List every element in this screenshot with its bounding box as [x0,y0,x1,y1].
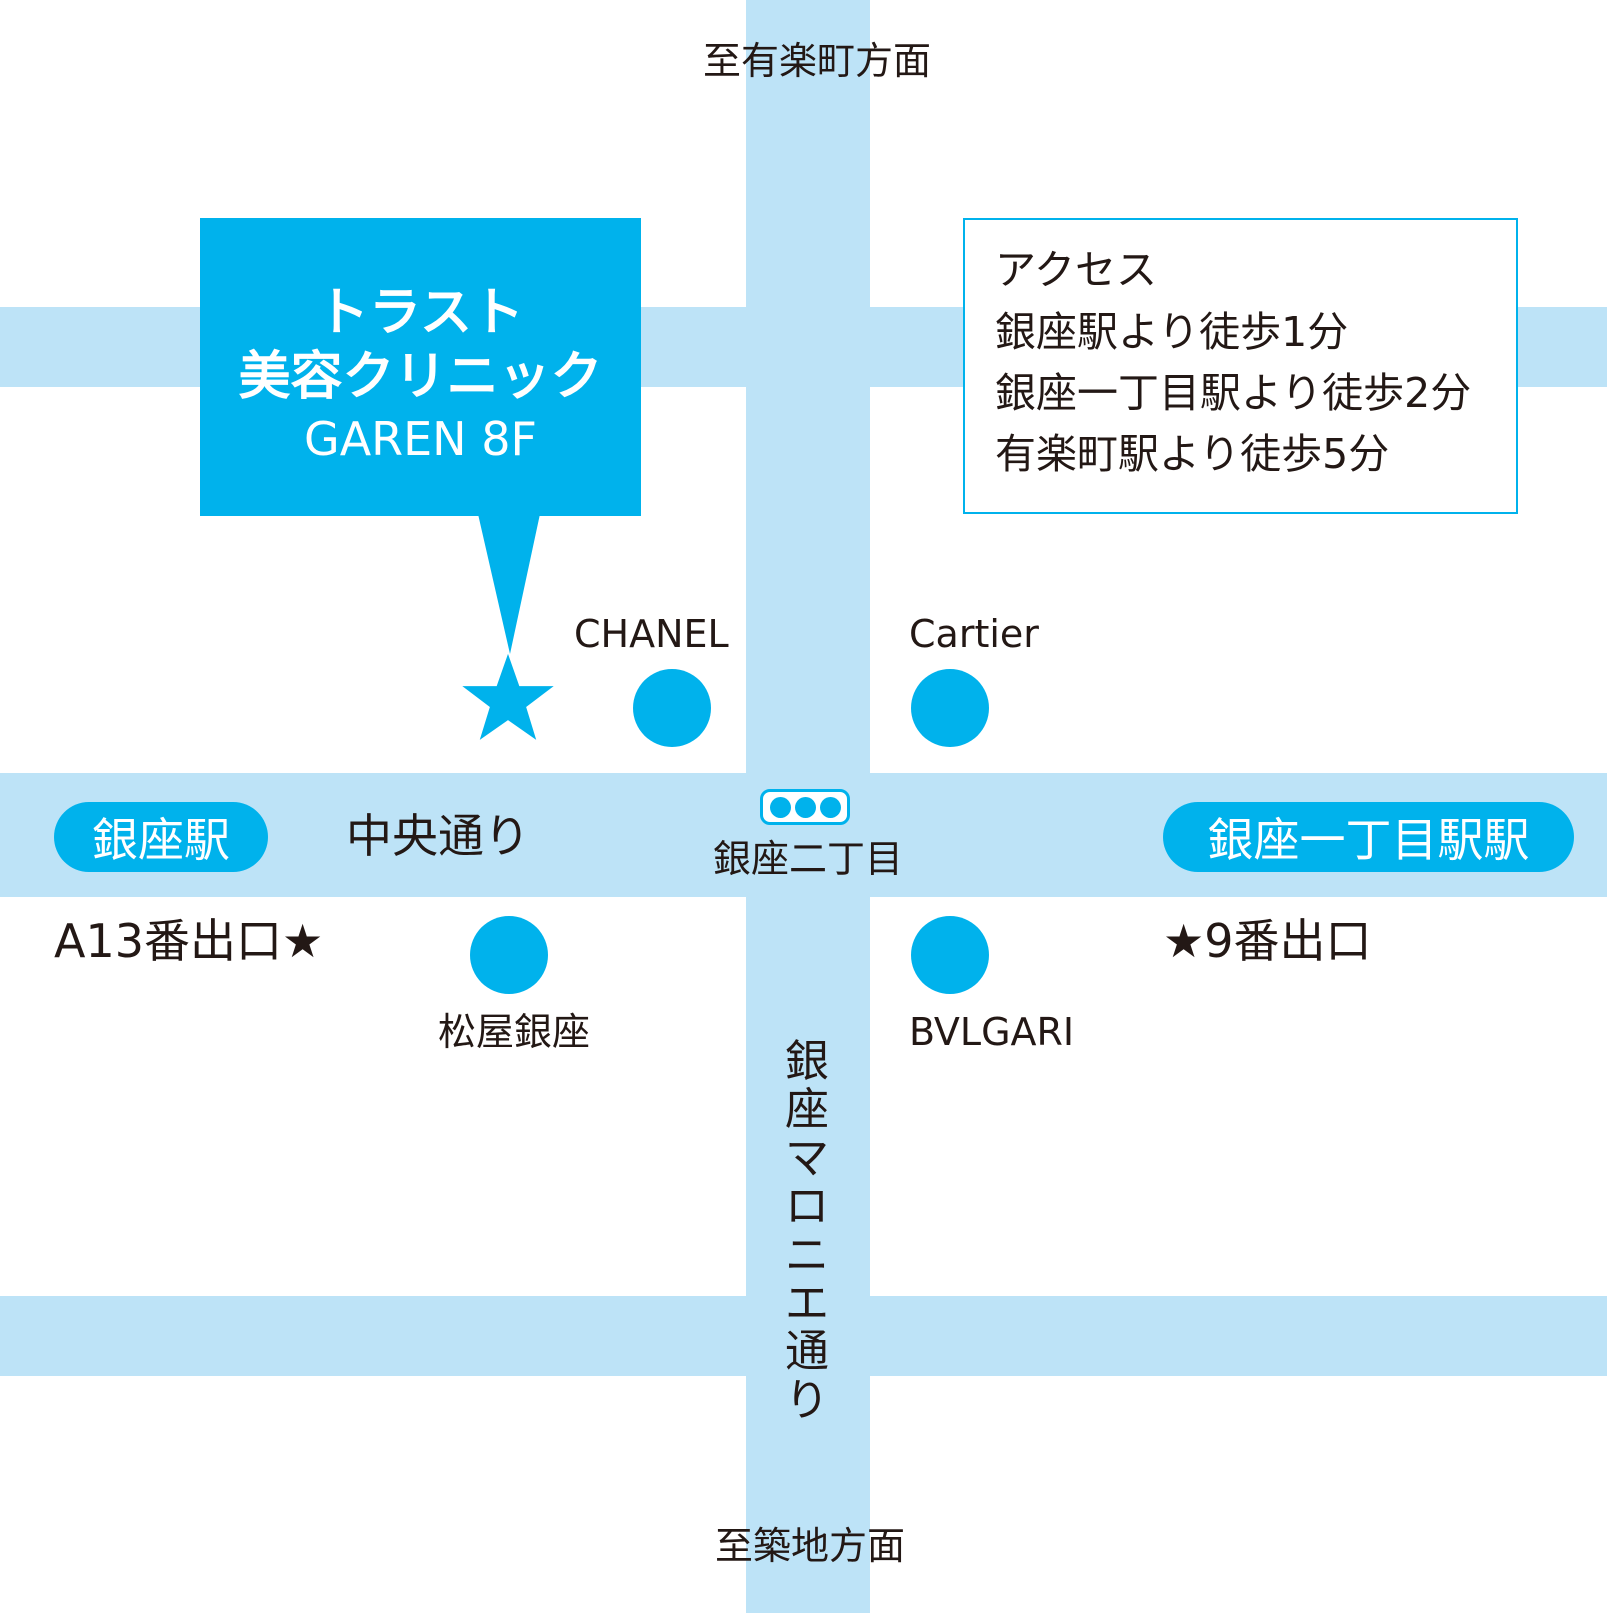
traffic-light-icon [760,789,850,825]
access-heading: アクセス [995,246,1157,294]
landmark-label-matsuya: 松屋銀座 [438,1010,591,1054]
access-line: 有楽町駅より徒歩5分 [995,430,1390,478]
landmark-marker-matsuya [470,916,548,994]
intersection-label: 銀座二丁目 [713,837,904,881]
street-label-chuo: 中央通り [346,809,530,863]
landmark-marker-chanel [633,669,711,747]
street-label-marronnier: 銀座マロニエ通り [785,1036,829,1426]
direction-south-label: 至築地方面 [715,1524,906,1568]
clinic-callout: トラスト 美容クリニック GAREN 8F [200,218,641,516]
access-box: アクセス 銀座駅より徒歩1分 銀座一丁目駅より徒歩2分 有楽町駅より徒歩5分 [963,218,1518,514]
star-icon [462,653,554,740]
clinic-name-line1: トラスト [317,283,524,343]
exit-label-ginza: A13番出口★ [54,914,324,968]
exit-label-ginza-itchome: ★9番出口 [1163,914,1372,968]
station-badge-ginza-itchome: 銀座一丁目駅駅 [1163,802,1574,872]
callout-pointer [478,514,540,654]
station-badge-ginza: 銀座駅 [54,802,268,872]
access-line: 銀座一丁目駅より徒歩2分 [995,369,1472,417]
landmark-label-bvlgari: BVLGARI [909,1010,1075,1054]
access-line: 銀座駅より徒歩1分 [995,308,1349,356]
landmark-label-chanel: CHANEL [574,612,729,656]
landmark-marker-cartier [911,669,989,747]
clinic-floor: GAREN 8F [304,412,537,466]
landmark-marker-bvlgari [911,916,989,994]
landmark-label-cartier: Cartier [909,612,1039,656]
clinic-name-line2: 美容クリニック [238,347,603,407]
direction-north-label: 至有楽町方面 [703,39,932,83]
